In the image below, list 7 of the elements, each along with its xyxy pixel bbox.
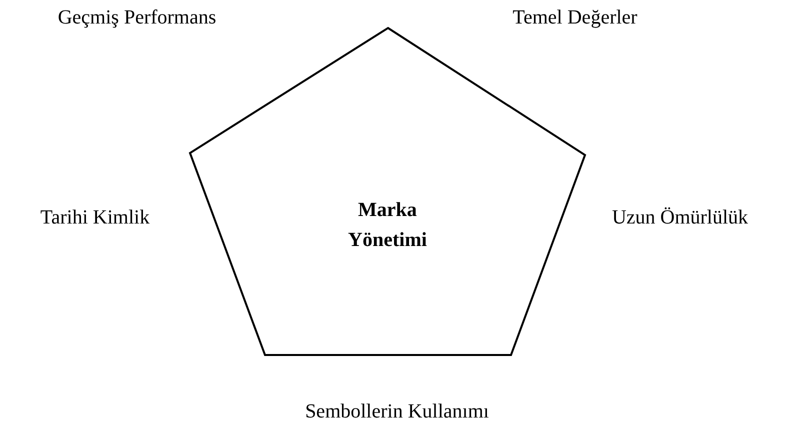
side-label: Temel Değerler	[512, 6, 638, 30]
side-label: Tarihi Kimlik	[40, 206, 150, 230]
pentagon-shape	[188, 26, 587, 357]
side-label: Uzun Ömürlülük	[612, 206, 748, 230]
side-label: Geçmiş Performans	[58, 6, 216, 30]
center-title: Marka Yönetimi	[347, 198, 428, 253]
side-label: Sembollerin Kullanımı	[305, 400, 489, 424]
